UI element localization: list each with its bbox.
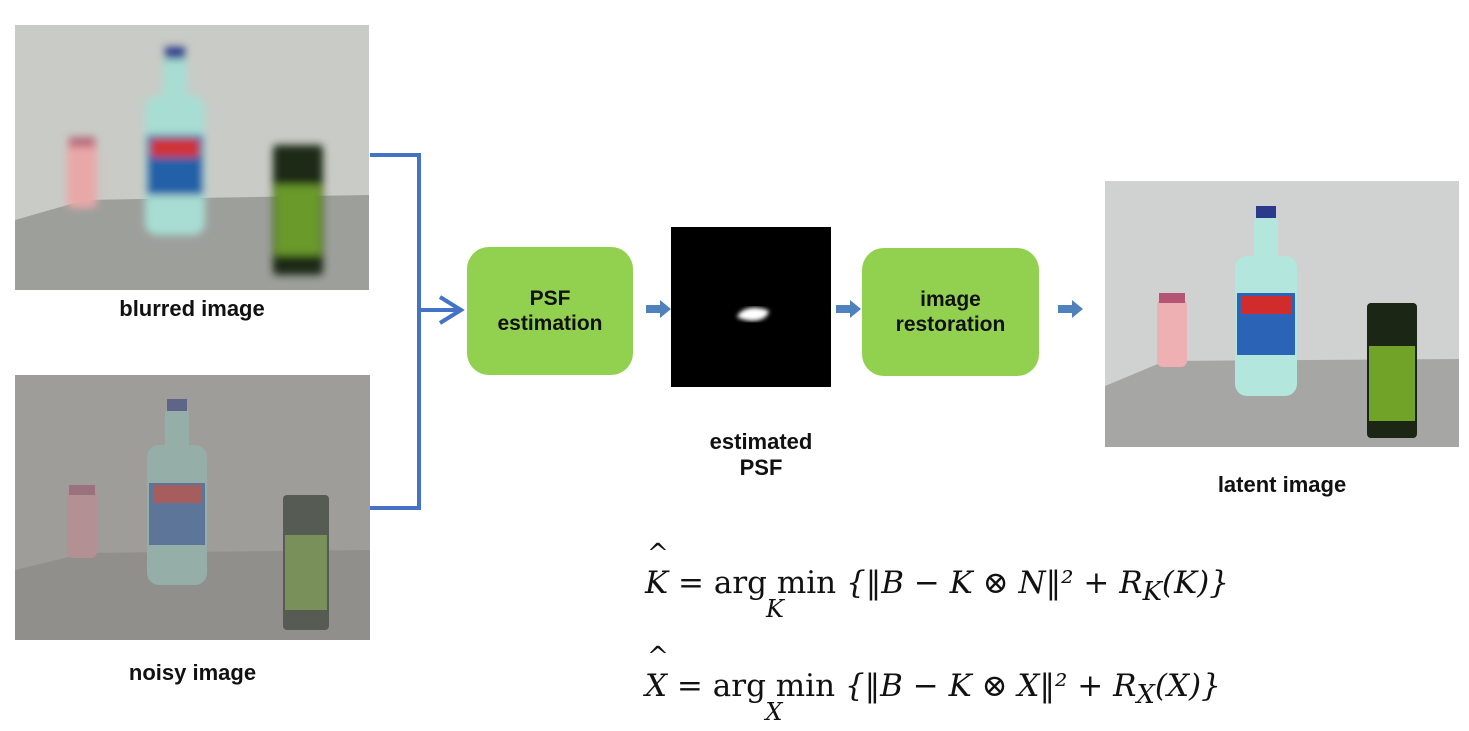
arrow-right-icon xyxy=(646,300,671,318)
arrow-right-icon xyxy=(1058,300,1083,318)
estimated-psf-caption: estimated PSF xyxy=(709,429,813,480)
blurred-image xyxy=(15,25,369,290)
arrow-right-icon xyxy=(836,300,861,318)
equation-lhs-k-hat: ^K xyxy=(645,539,669,601)
connector-line-blurred xyxy=(370,153,421,310)
noisy-image-caption: noisy image xyxy=(128,660,257,685)
connector-arrowhead xyxy=(438,295,465,325)
blurred-image-caption: blurred image xyxy=(119,296,265,321)
image-restoration-stage: image restoration xyxy=(862,248,1039,376)
latent-image xyxy=(1105,181,1459,447)
connector-line-noisy xyxy=(370,310,421,510)
psf-estimation-stage: PSF estimation xyxy=(467,247,633,375)
noisy-image xyxy=(15,375,370,640)
latent-image-caption: latent image xyxy=(1217,472,1347,497)
equation-lhs-x-hat: ^X xyxy=(645,642,669,704)
estimated-psf-image xyxy=(671,227,831,387)
